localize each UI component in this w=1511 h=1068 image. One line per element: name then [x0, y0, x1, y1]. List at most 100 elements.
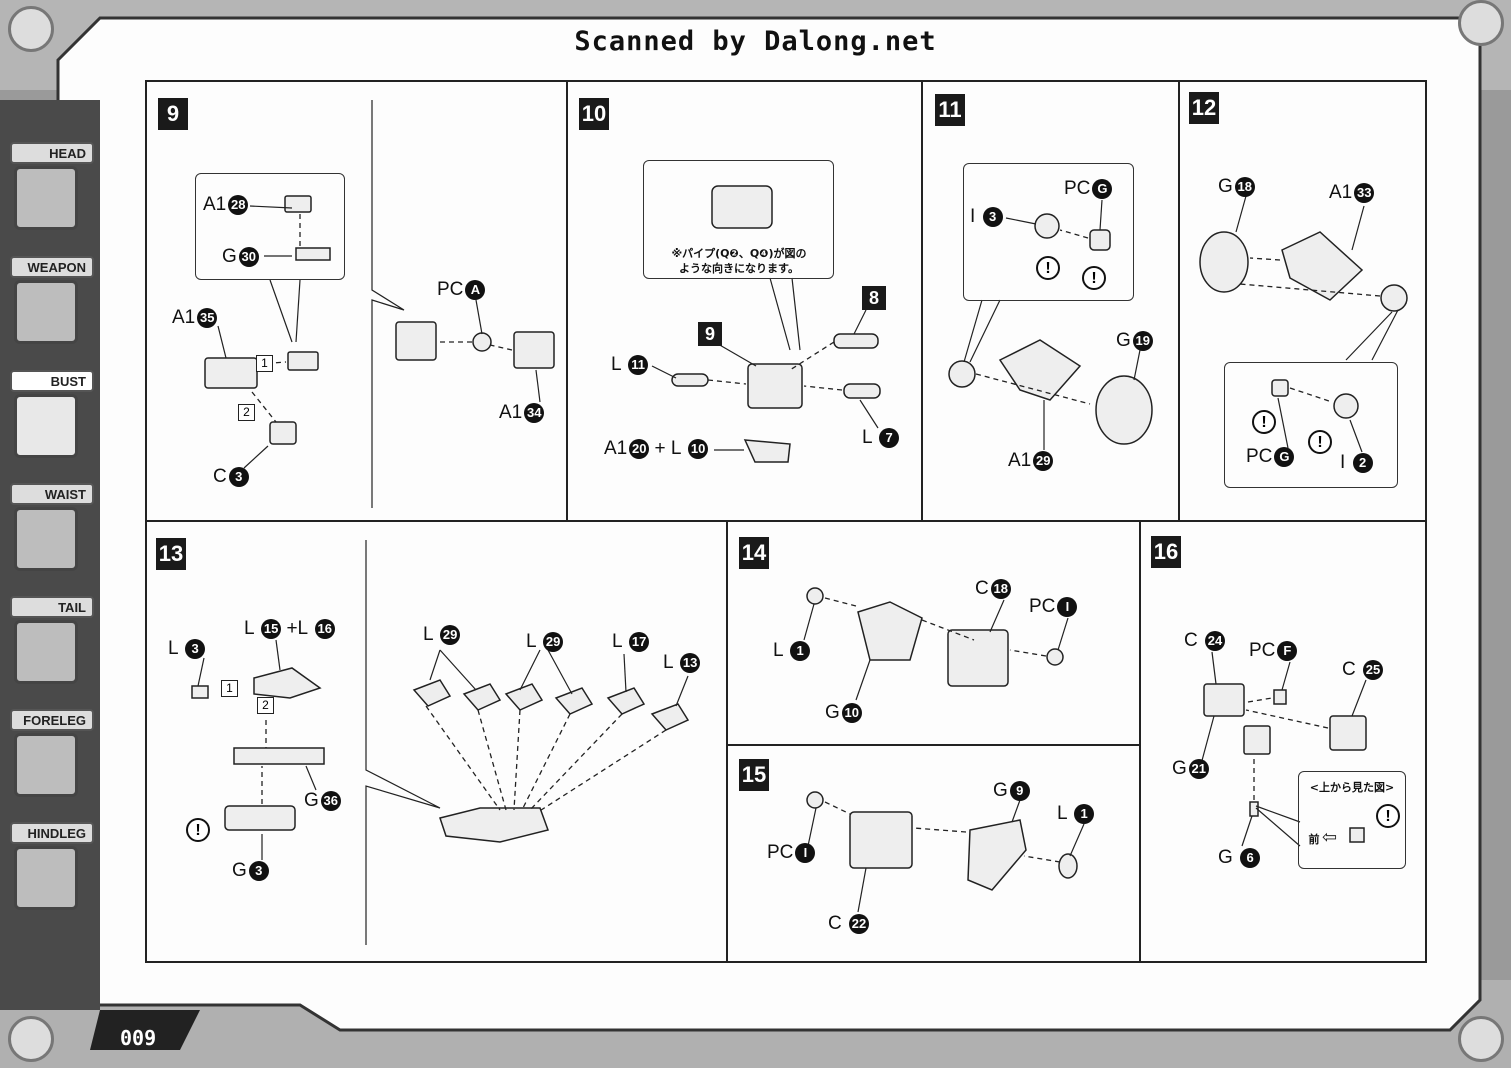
sequence-marker: 2 [238, 404, 255, 421]
sidebar-item-label: HEAD [10, 142, 94, 164]
step-9-panel [145, 80, 568, 522]
substep-8-number: 8 [862, 286, 886, 310]
step-10-number: 10 [579, 98, 609, 130]
sidebar-item-foreleg[interactable]: FORELEG [0, 709, 100, 817]
part-label-l-13: L 13 [663, 652, 701, 674]
step-14-number: 14 [739, 537, 769, 569]
step-11-inset [963, 163, 1134, 301]
step-9-inset [195, 173, 345, 280]
part-label-l-11: L 11 [611, 354, 649, 376]
step-9-number: 9 [158, 98, 188, 130]
sidebar-item-hindleg[interactable]: HINDLEG [0, 822, 100, 930]
note-line: ※パイプ(Q❷、Q❹)が図の [671, 247, 807, 260]
step-14-panel [726, 520, 1141, 746]
waist-thumbnail-icon [14, 507, 78, 571]
step-15-number: 15 [739, 759, 769, 791]
sidebar-item-waist[interactable]: WAIST [0, 483, 100, 591]
part-label-i-2: I 2 [1340, 452, 1373, 474]
step-12-number: 12 [1189, 92, 1219, 124]
step-16-number: 16 [1151, 536, 1181, 568]
scanned-watermark: Scanned by Dalong.net [574, 26, 937, 57]
caution-icon: ! [1308, 430, 1332, 454]
caution-icon: ! [1376, 804, 1400, 828]
part-label-l-1: L 1 [1057, 803, 1095, 825]
corner-ornament-bottom-right [1458, 1016, 1504, 1062]
sidebar-item-label: FORELEG [10, 709, 94, 731]
part-label-l-29: L 29 [423, 624, 461, 646]
top-view-title: <上から見た図> [1309, 781, 1395, 794]
front-arrow-icon: ⇦ [1322, 827, 1338, 848]
part-label-l-1: L 1 [773, 640, 811, 662]
part-label-i-3: I 3 [970, 206, 1003, 228]
part-label-g-6: G 6 [1218, 847, 1261, 869]
sidebar-item-label: WAIST [10, 483, 94, 505]
step-10-note: ※パイプ(Q❷、Q❹)が図の ような向きになります。 [648, 246, 830, 276]
corner-ornament-bottom-left [8, 1016, 54, 1062]
hindleg-thumbnail-icon [14, 846, 78, 910]
part-label-c-22: C 22 [828, 913, 870, 935]
part-label-c-24: C 24 [1184, 630, 1226, 652]
weapon-thumbnail-icon [14, 280, 78, 344]
caution-icon: ! [1252, 410, 1276, 434]
step-13-number: 13 [156, 538, 186, 570]
step-10-inset [643, 160, 834, 279]
step-13-panel [145, 520, 728, 963]
substep-9-number: 9 [698, 322, 722, 346]
sequence-marker: 1 [256, 355, 273, 372]
caution-icon: ! [186, 818, 210, 842]
corner-ornament-top-right [1458, 0, 1504, 46]
foreleg-thumbnail-icon [14, 733, 78, 797]
part-label-l-15-plus-l-16: L 15 +L 16 [244, 618, 335, 640]
sequence-marker: 2 [257, 697, 274, 714]
part-label-l-7: L 7 [862, 427, 900, 449]
step-16-top-view-inset [1298, 771, 1406, 869]
sidebar-item-head[interactable]: HEAD [0, 142, 100, 250]
corner-ornament-top-left [8, 6, 54, 52]
step-12-inset [1224, 362, 1398, 488]
tail-thumbnail-icon [14, 620, 78, 684]
sequence-marker: 1 [221, 680, 238, 697]
bust-thumbnail-icon [14, 394, 78, 458]
head-thumbnail-icon [14, 166, 78, 230]
note-line: ような向きになります。 [679, 262, 799, 275]
sidebar-item-label: TAIL [10, 596, 94, 618]
sidebar-item-label: BUST [10, 370, 94, 392]
caution-icon: ! [1082, 266, 1106, 290]
sidebar-item-label: WEAPON [10, 256, 94, 278]
sidebar-item-tail[interactable]: TAIL [0, 596, 100, 704]
caution-icon: ! [1036, 256, 1060, 280]
sidebar-item-weapon[interactable]: WEAPON [0, 256, 100, 364]
part-label-c-25: C 25 [1342, 659, 1384, 681]
front-direction-label: 前 [1308, 833, 1320, 846]
step-16-panel [1139, 520, 1427, 963]
part-label-l-29: L 29 [526, 631, 564, 653]
sidebar-item-label: HINDLEG [10, 822, 94, 844]
sidebar-item-bust[interactable]: BUST [0, 370, 100, 478]
page-number: 009 [120, 1026, 157, 1050]
part-label-l-3: L 3 [168, 638, 206, 660]
step-11-number: 11 [935, 94, 965, 126]
